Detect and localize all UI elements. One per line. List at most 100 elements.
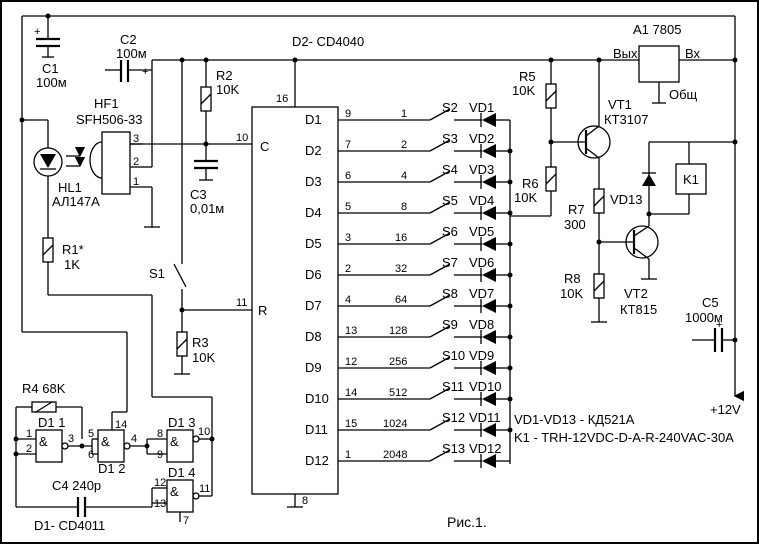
switch-name: S2	[442, 100, 458, 115]
switch-lever	[429, 139, 451, 152]
g2-label: D1 2	[98, 461, 125, 476]
output-pin: 13	[345, 325, 357, 337]
c5-plus: +	[716, 319, 722, 331]
c5-name: C5	[702, 295, 719, 310]
g3-out: 10	[198, 426, 210, 438]
c2-value: 100м	[116, 46, 147, 61]
switch-name: S11	[442, 379, 464, 394]
output-name: D11	[305, 422, 328, 437]
switch-name: S7	[442, 255, 458, 270]
capacitor-c5: + C5 1000м	[685, 295, 738, 352]
diode-vd13: VD13	[610, 141, 689, 217]
s1-name: S1	[149, 266, 165, 281]
output-weight: 64	[395, 294, 407, 306]
r3-name: R3	[192, 335, 209, 350]
switch-name: S13	[442, 441, 465, 456]
output-pin: 14	[345, 387, 357, 399]
diode-name: VD5	[469, 224, 494, 239]
c5-value: 1000м	[685, 310, 723, 325]
d2-pin-clock: 10	[236, 132, 248, 144]
output-name: D6	[305, 267, 322, 282]
output-pin: 5	[345, 201, 351, 213]
switch-lever	[429, 387, 451, 400]
g1-in2: 2	[26, 443, 32, 455]
diode-name: VD2	[469, 131, 494, 146]
diode-symbol	[482, 392, 496, 406]
diode-name: VD4	[469, 193, 494, 208]
diode-symbol	[482, 454, 496, 468]
capacitor-c2: + C2 100м	[105, 32, 162, 168]
output-weight: 1024	[383, 418, 407, 430]
output-name: D4	[305, 205, 322, 220]
r7-value: 300	[564, 217, 586, 232]
switch-lever	[429, 294, 451, 307]
output-pin: 7	[345, 139, 351, 151]
switch-lever	[429, 170, 451, 183]
switch-name: S3	[442, 131, 458, 146]
d1-title: D1- CD4011	[34, 518, 105, 533]
hf1-name: HF1	[94, 96, 119, 111]
hf1-pin1: 1	[133, 176, 139, 188]
switch-name: S4	[442, 162, 458, 177]
d2-pin-reset: 11	[236, 297, 247, 309]
output-name: D10	[305, 391, 329, 406]
output-name: D8	[305, 329, 322, 344]
g2-in1: 5	[88, 428, 94, 440]
g2-vdd: 14	[115, 419, 127, 431]
vt1-name: VT1	[608, 97, 632, 112]
output-pin: 15	[345, 418, 357, 430]
output-weight: 512	[389, 387, 407, 399]
switch-lever	[429, 356, 451, 369]
diode-symbol	[482, 361, 496, 375]
d2-title: D2- CD4040	[292, 34, 364, 49]
c1-plus: +	[34, 26, 40, 38]
hl1-name: HL1	[58, 180, 82, 195]
oscillator-d1: R4 68K & D1 1 1 2 3 & D1 2 5 6 4 14	[13, 331, 215, 533]
switch-name: S6	[442, 224, 458, 239]
resistor-r6: R6 10K	[510, 166, 557, 217]
switch-name: S12	[442, 410, 465, 425]
d2-pin-gnd: 8	[302, 495, 308, 507]
resistor-r2: R2 10K	[200, 60, 239, 160]
diode-name: VD6	[469, 255, 494, 270]
output-weight: 2048	[383, 449, 407, 461]
output-name: D12	[305, 453, 329, 468]
diode-name: VD3	[469, 162, 494, 177]
output-name: D1	[305, 112, 322, 127]
resistor-r3: R3 10K	[174, 331, 215, 375]
switch-name: S9	[442, 317, 458, 332]
c3-value: 0,01м	[190, 201, 224, 216]
c1-name: C1	[42, 61, 59, 76]
resistor-r5: R5 10K	[512, 57, 557, 167]
c1-value: 100м	[36, 75, 67, 90]
output-pin: 4	[345, 294, 351, 306]
capacitor-c1: + C1 100м	[34, 16, 67, 90]
output-weight: 8	[401, 201, 407, 213]
supply-label: +12V	[710, 402, 741, 417]
d2-pin-vdd: 16	[276, 93, 288, 105]
transistor-vt2: VT2 КТ815	[599, 214, 659, 317]
output-weight: 256	[389, 356, 407, 368]
hf1-pin2: 2	[133, 156, 139, 168]
r8-value: 10K	[560, 286, 583, 301]
output-weight: 2	[401, 139, 407, 151]
switch-name: S5	[442, 193, 458, 208]
g1-out: 3	[68, 433, 74, 445]
output-weight: 4	[401, 170, 407, 182]
g3-in2: 9	[157, 449, 163, 461]
switch-name: S8	[442, 286, 458, 301]
r7-name: R7	[568, 202, 585, 217]
ir-receiver-hf1: 3 2 1 HF1 SFH506-33	[76, 96, 160, 228]
output-weight: 128	[389, 325, 407, 337]
diode-symbol	[482, 268, 496, 282]
g1-label: D1 1	[38, 415, 65, 430]
c2-plus: +	[142, 66, 148, 78]
diode-symbol	[482, 330, 496, 344]
regulator-a1: A1 7805 Вых Вх Общ	[613, 22, 738, 104]
output-weight: 16	[395, 232, 407, 244]
hf1-part: SFH506-33	[76, 112, 142, 127]
